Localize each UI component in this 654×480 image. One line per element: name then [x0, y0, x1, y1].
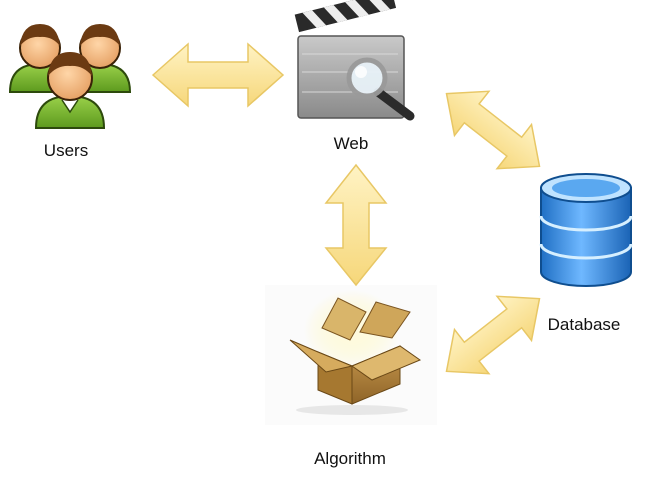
users-group-icon	[8, 24, 132, 129]
users-label: Users	[43, 141, 89, 160]
arrow-web-database	[445, 90, 541, 170]
web-label: Web	[333, 134, 369, 153]
database-label: Database	[547, 315, 621, 334]
clapperboard-magnifier-icon	[294, 0, 415, 121]
arrow-web-algorithm	[324, 163, 388, 287]
arrow-users-web	[151, 42, 285, 108]
database-cylinder-icon	[539, 173, 633, 287]
arrow-algorithm-database	[445, 295, 541, 375]
open-box-icon	[265, 285, 437, 425]
algorithm-label: Algorithm	[314, 449, 386, 468]
